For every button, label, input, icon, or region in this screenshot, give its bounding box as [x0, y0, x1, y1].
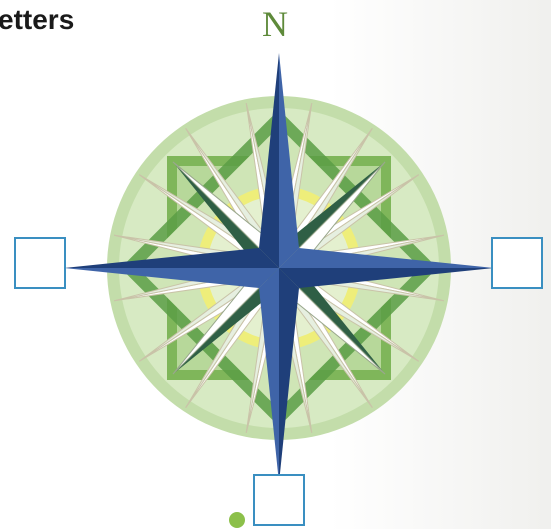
south-answer-box[interactable] — [253, 474, 305, 526]
north-label: N — [262, 4, 288, 44]
east-answer-box[interactable] — [491, 237, 543, 289]
west-answer-box[interactable] — [14, 237, 66, 289]
green-dot — [229, 512, 245, 528]
main-star — [64, 53, 494, 483]
